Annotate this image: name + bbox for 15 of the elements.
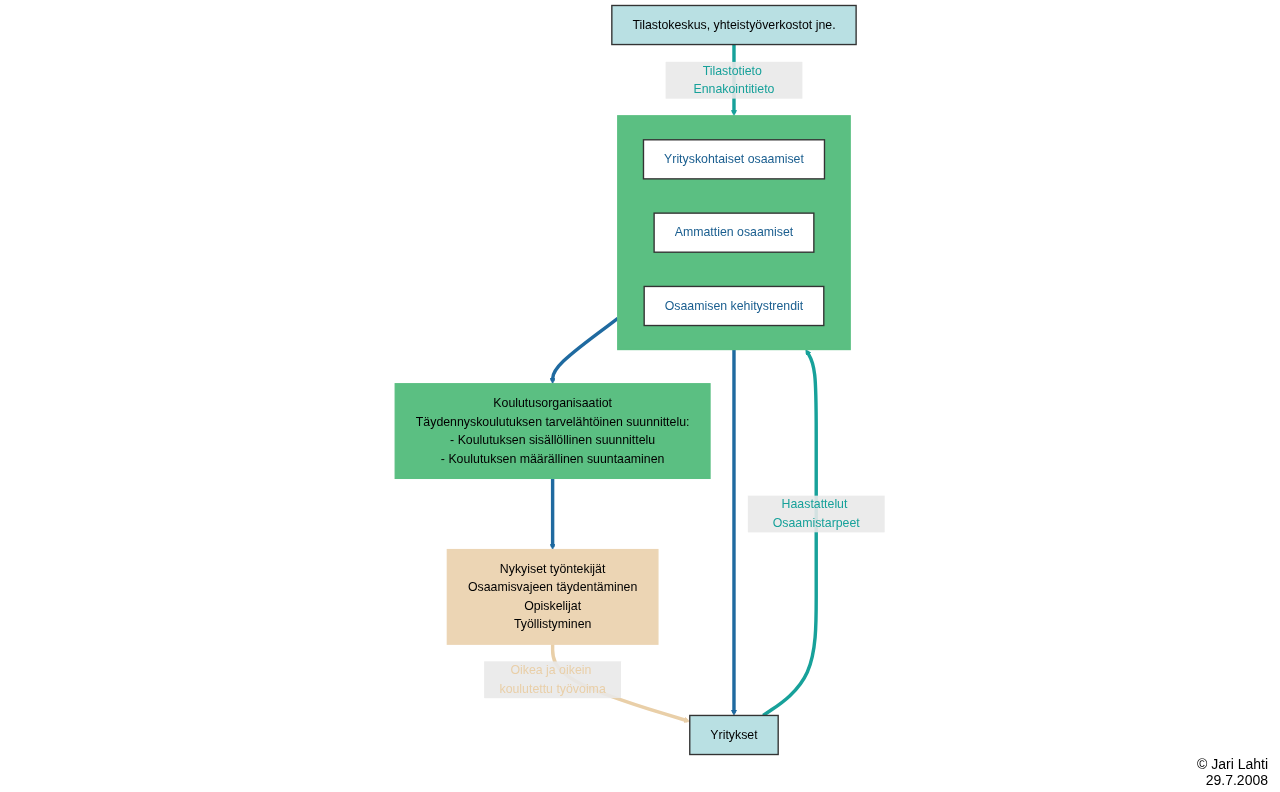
node-box: Yrityskohtaiset osaamiset (642, 139, 826, 180)
node-box: Ammattien osaamiset (653, 212, 815, 253)
edge-label: Tilastotieto Ennakointitieto (693, 63, 775, 96)
arrow (730, 349, 737, 716)
copyright-note: © Jari Lahti 29.7.2008 (1196, 756, 1268, 788)
node-box: Nykyiset työntekijät Osaamisvajeen täydentäminen Opiskelijat Työllistyminen (446, 548, 659, 645)
node-box: Tilastokeskus, yhteistyöverkostot jne. (611, 4, 857, 46)
edge-label: Oikea ja oikein koulutettu työvoima (499, 663, 606, 696)
arrow (762, 349, 818, 717)
node-box: Koulutusorganisaatiot Täydennyskoulutuksen tarvelähtöinen suunnittelu: - Koulutuksen sisällöllinen suunnittelu - Koulutuksen määrällinen suuntaaminen (394, 383, 711, 480)
node-box: Osaamisen kehitystrendit (643, 285, 825, 327)
node-box: Yritykset (689, 714, 779, 756)
edge-label: Haastattelut Osaamistarpeet (772, 497, 860, 530)
cluster (617, 115, 851, 351)
arrow (549, 478, 556, 550)
